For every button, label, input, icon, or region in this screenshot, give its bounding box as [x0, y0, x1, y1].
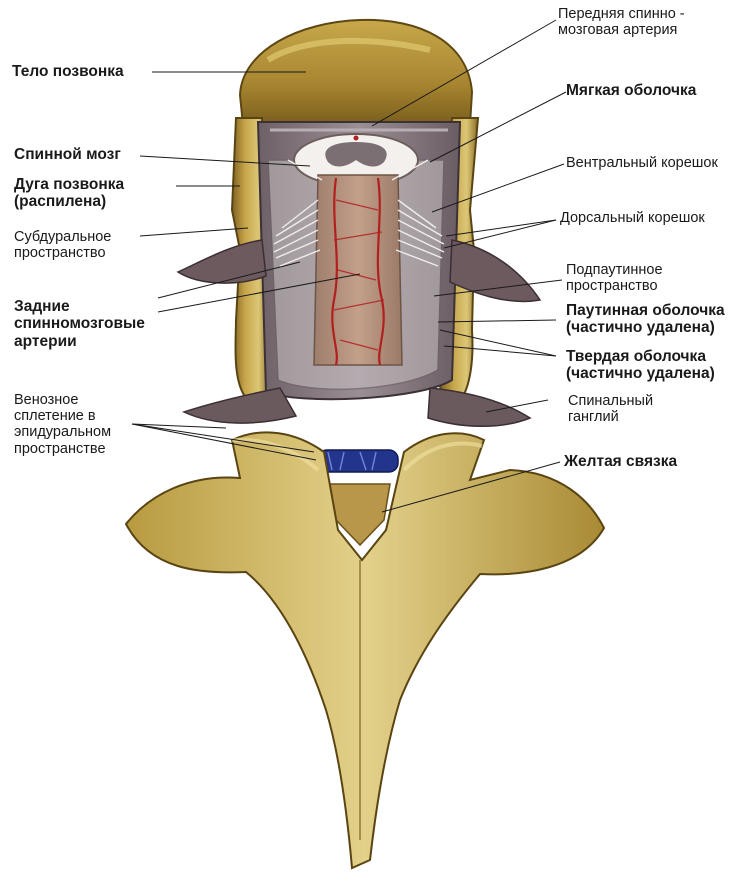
leader-podpautinnoe — [433, 279, 563, 297]
lamina-and-spinous-process — [124, 431, 606, 870]
leader-dorsalny-2 — [443, 219, 557, 249]
label-venoznoe-spletenie: Венозное сплетение в эпидуральном простр… — [14, 392, 112, 457]
label-perednyaya-arteriya: Передняя спинно - мозговая артерия — [558, 6, 685, 39]
leader-tverdaya-1 — [439, 329, 557, 357]
label-ventralny-koreshok: Вентральный корешок — [566, 155, 718, 171]
leader-zheltaya — [381, 461, 561, 513]
label-podpautinnoe: Подпаутинное пространство — [566, 262, 663, 295]
leader-venoznoe-1 — [131, 423, 227, 429]
leader-perednyaya — [371, 19, 557, 127]
label-tverdaya-obolochka: Твердая оболочка (частично удалена) — [566, 348, 715, 383]
label-subduralnoe: Субдуральное пространство — [14, 229, 112, 262]
label-zadnie-arterii: Задние спинномозговые артерии — [14, 298, 145, 350]
leader-tverdaya-2 — [443, 345, 557, 357]
leader-myagkaya — [429, 91, 567, 163]
label-spinnoy-mozg: Спинной мозг — [14, 146, 121, 163]
leader-subduralnoe — [139, 227, 249, 237]
leader-pautinnaya — [437, 319, 557, 323]
label-myagkaya-obolochka: Мягкая оболочка — [566, 82, 697, 99]
leader-ganglii — [485, 399, 549, 413]
label-telo-pozvonka: Тело позвонка — [12, 63, 124, 80]
leader-spinnoy-mozg — [139, 155, 311, 167]
label-zheltaya-svyazka: Желтая связка — [564, 453, 678, 470]
venous-plexus — [317, 449, 399, 473]
leader-zadnie-2 — [157, 273, 361, 313]
nerve-roots — [273, 159, 445, 267]
label-pautinnaya-obolochka: Паутинная оболочка (частично удалена) — [566, 302, 725, 337]
label-dorsalny-koreshok: Дорсальный корешок — [560, 210, 705, 226]
label-duga-pozvonka: Дуга позвонка (распилена) — [14, 176, 125, 211]
leader-zadnie-1 — [157, 261, 301, 299]
vertebral-body — [238, 18, 474, 126]
leader-ventralny — [431, 163, 565, 213]
leader-venoznoe-3 — [131, 423, 317, 461]
leader-dorsalny-1 — [445, 219, 557, 237]
leader-venoznoe-2 — [131, 423, 315, 453]
spinal-cord — [313, 174, 403, 366]
label-spinalny-ganglii: Спинальный ганглий — [568, 393, 654, 426]
leader-lines — [131, 19, 567, 513]
